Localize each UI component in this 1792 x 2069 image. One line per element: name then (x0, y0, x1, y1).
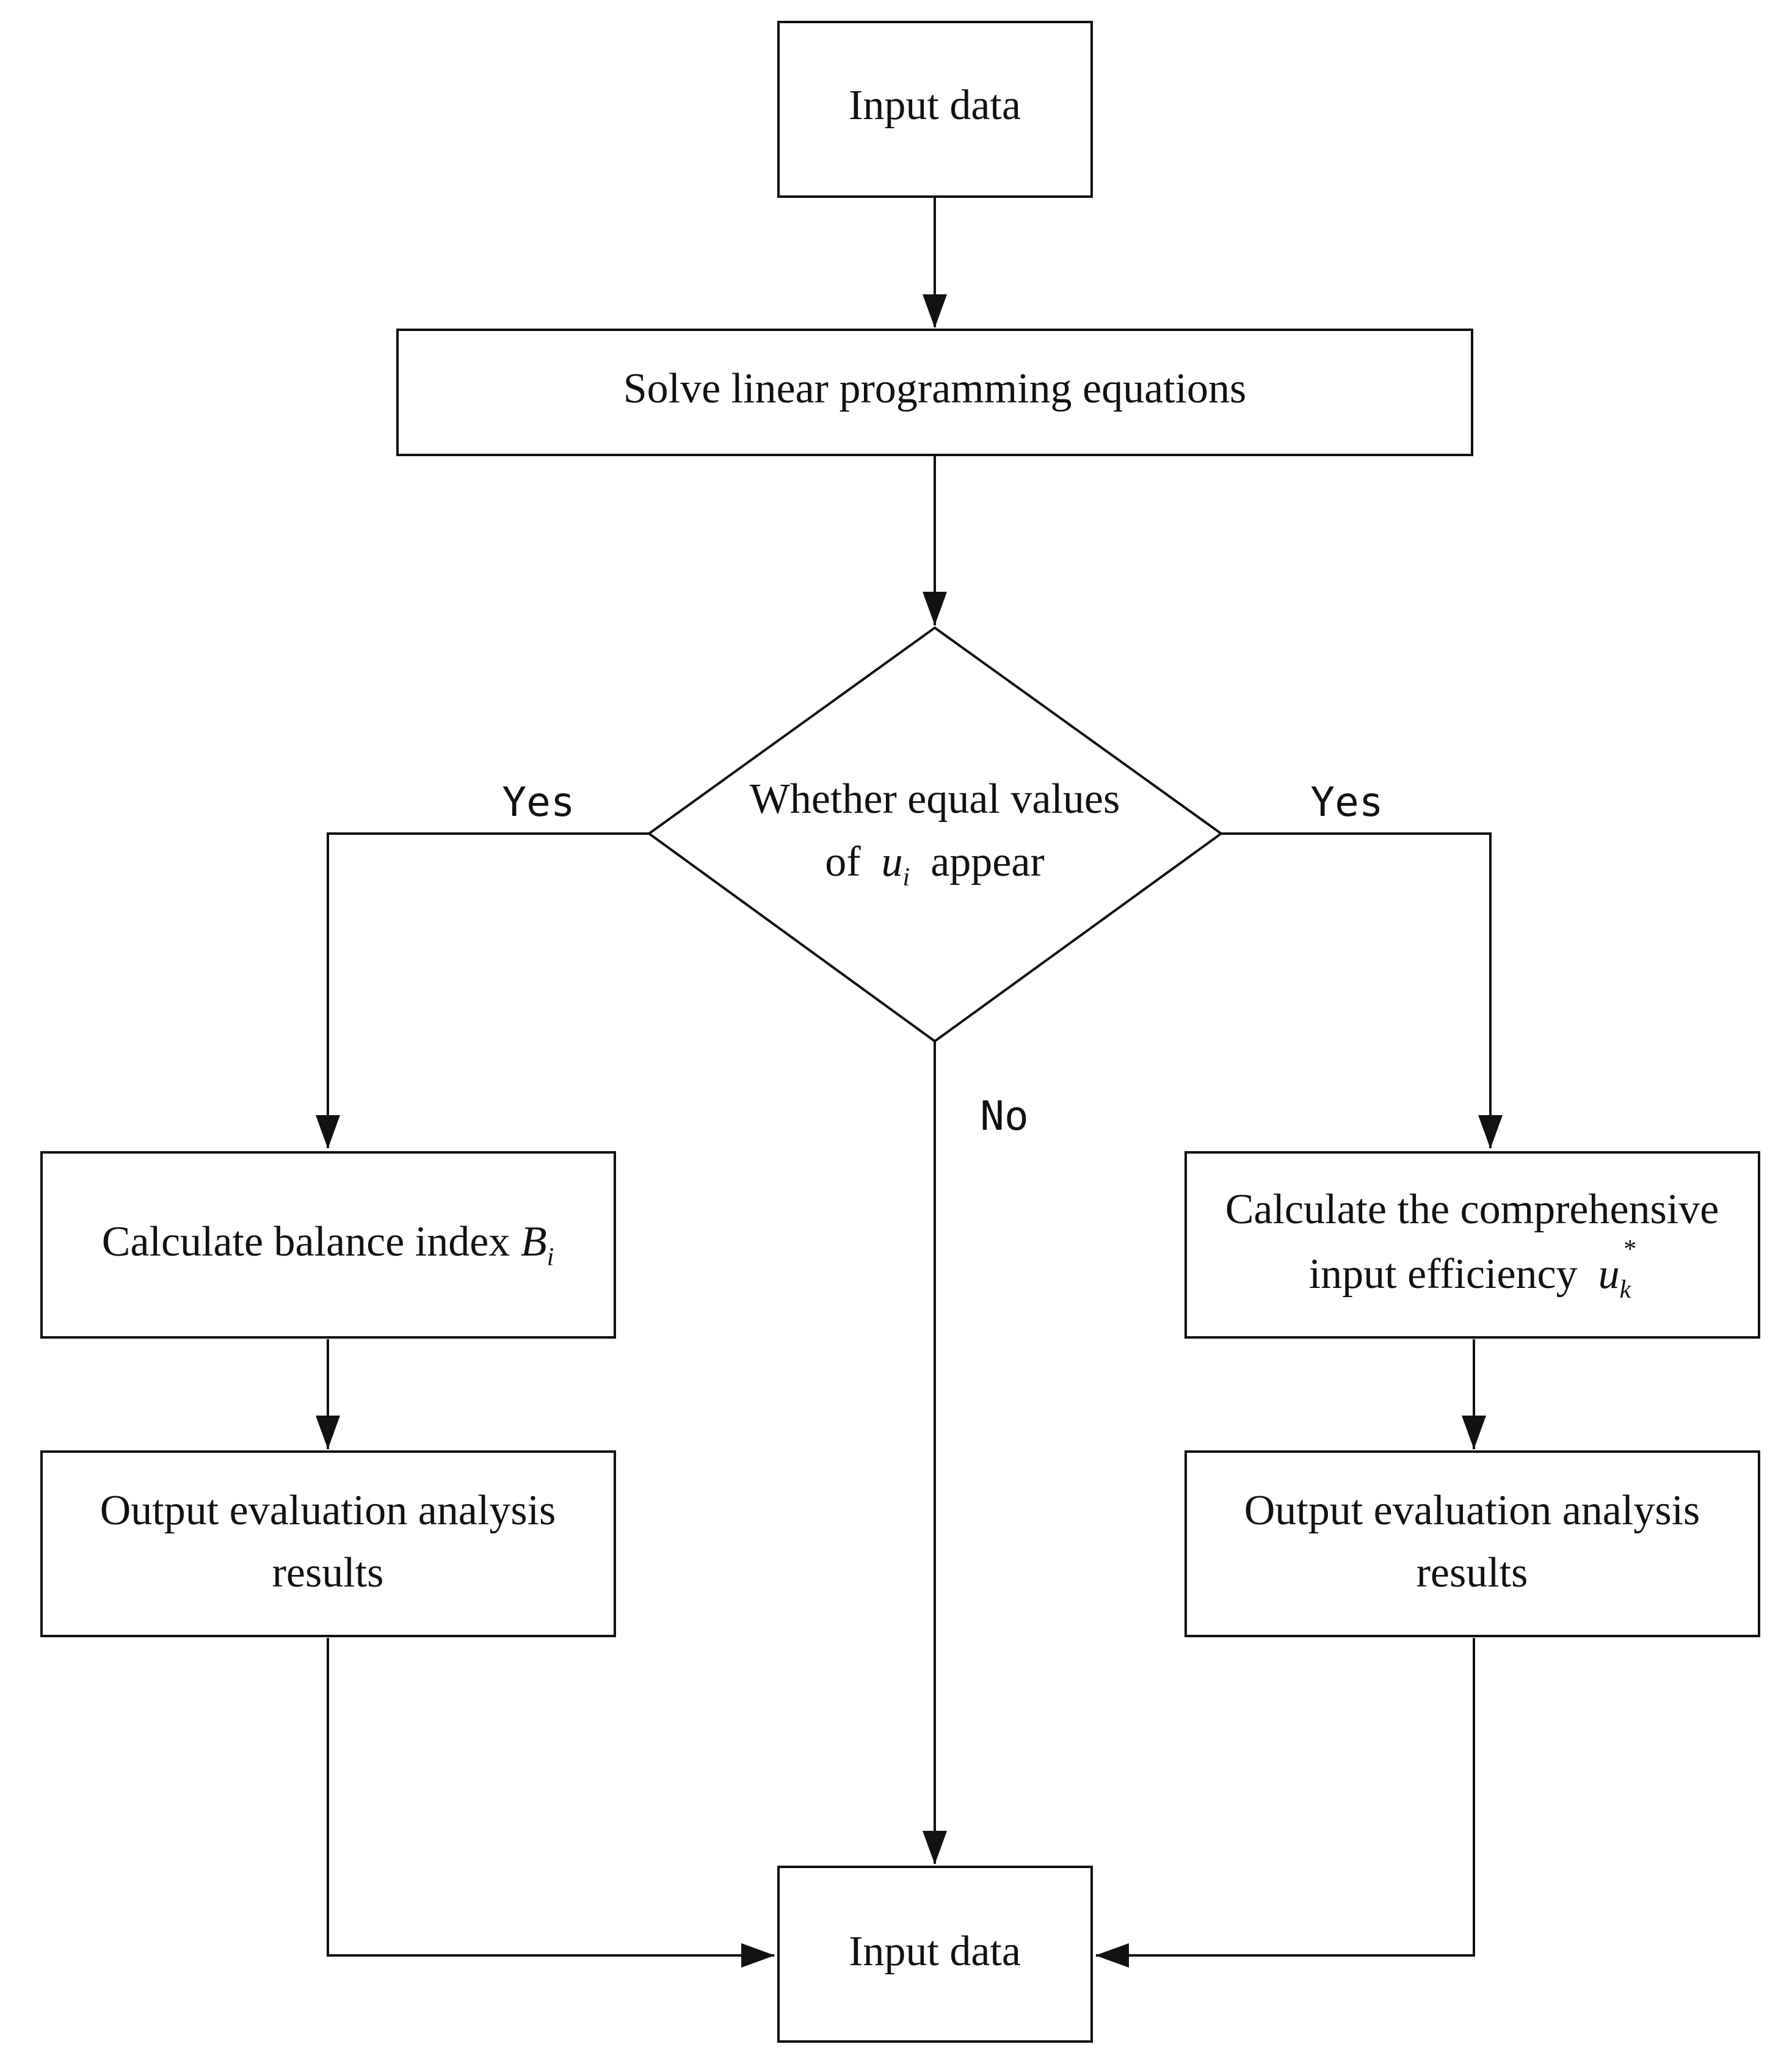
arrowhead-comprehensive (1478, 1115, 1503, 1149)
output-left-line1: Output evaluation analysis (100, 1487, 556, 1534)
edge-label-yes-left: Yes (502, 779, 575, 826)
node-comprehensive-efficiency: Calculate the comprehensive input effici… (1184, 1151, 1760, 1339)
node-input-top-label: Input data (849, 82, 1021, 129)
comprehensive-var: u (1598, 1251, 1620, 1298)
balance-text: Calculate balance index (102, 1218, 521, 1265)
arrowhead-output-left (316, 1416, 340, 1449)
arrowhead-decision (923, 592, 947, 625)
edge-label-no: No (980, 1093, 1028, 1140)
decision-sub: i (903, 864, 910, 892)
output-right-line2: results (1417, 1549, 1528, 1596)
decision-var: u (882, 838, 903, 885)
node-input-bottom-label: Input data (849, 1928, 1021, 1975)
edge-output-left-to-input-bottom (327, 1638, 774, 1957)
connectors (327, 197, 1492, 1957)
node-solve-label: Solve linear programming equations (623, 365, 1247, 412)
arrowhead-input-bottom-from-left (741, 1943, 775, 1968)
edge-output-right-to-input-bottom (1096, 1638, 1475, 1957)
balance-sub: i (547, 1243, 554, 1271)
comprehensive-line1: Calculate the comprehensive (1225, 1186, 1719, 1233)
arrowhead-output-right (1462, 1416, 1486, 1449)
node-input-top: Input data (777, 21, 1093, 198)
comprehensive-line2: input efficiency uk * (1309, 1235, 1636, 1304)
arrowhead-input-bottom-from-no (923, 1831, 947, 1864)
comprehensive-text: input efficiency (1309, 1251, 1578, 1298)
decision-appear: appear (930, 838, 1045, 885)
arrowheads (316, 294, 1503, 1968)
node-solve: Solve linear programming equations (396, 329, 1473, 456)
arrowhead-solve (923, 294, 947, 328)
node-output-right: Output evaluation analysis results (1184, 1450, 1760, 1637)
edge-label-yes-right: Yes (1310, 779, 1383, 826)
node-balance-index: Calculate balance index Bi (40, 1151, 616, 1339)
arrowhead-balance (316, 1115, 340, 1149)
output-left-line2: results (272, 1549, 384, 1596)
output-right-line1: Output evaluation analysis (1244, 1487, 1700, 1534)
comprehensive-sup: * (1622, 1235, 1635, 1264)
decision-line1: Whether equal values (750, 776, 1120, 823)
node-output-left: Output evaluation analysis results (40, 1450, 616, 1637)
comprehensive-sub: k (1620, 1276, 1632, 1304)
balance-label: Calculate balance index Bi (102, 1218, 554, 1271)
balance-var: B (521, 1218, 547, 1265)
edge-decision-yes-left (327, 832, 649, 1148)
node-input-bottom: Input data (777, 1866, 1093, 2043)
edge-decision-yes-right (1221, 832, 1492, 1148)
arrowhead-input-bottom-from-right (1095, 1943, 1129, 1968)
decision-of: of (825, 838, 861, 885)
